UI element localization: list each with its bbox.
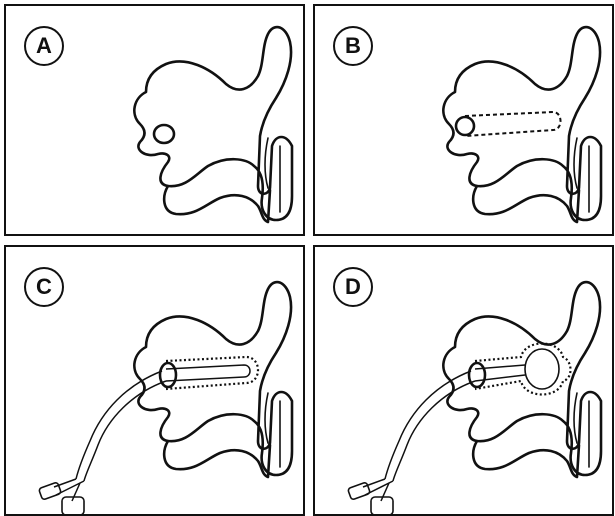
- catheter-inner-tube: [166, 365, 250, 381]
- panel-label-a: A: [24, 26, 64, 66]
- catheter-shaft-upper: [76, 371, 162, 479]
- ear-lobe-outline: [164, 441, 270, 477]
- catheter-shaft-upper: [385, 371, 471, 479]
- ear-lobe-outline: [473, 186, 579, 222]
- inflated-balloon: [525, 349, 559, 389]
- panel-label-d: D: [333, 267, 373, 307]
- catheter-entry: [469, 363, 485, 387]
- ear-fold-line: [574, 138, 577, 188]
- catheter-port: [39, 482, 62, 500]
- defect-opening: [154, 125, 174, 143]
- panel-d: D: [313, 245, 614, 516]
- tract-outline-dotted: [166, 357, 258, 389]
- ear-lobe-outline: [473, 441, 579, 477]
- ear-fold-line: [574, 393, 577, 443]
- panel-c: C: [4, 245, 305, 516]
- tract-outline-dotted: [475, 344, 571, 395]
- panel-label-c: C: [24, 267, 64, 307]
- ear-fold-line: [265, 138, 268, 188]
- defect-opening: [456, 117, 474, 135]
- panel-label-b: B: [333, 26, 373, 66]
- ear-outline: [443, 27, 601, 220]
- ear-outline: [443, 282, 601, 475]
- catheter-entry: [160, 363, 176, 387]
- catheter-port: [348, 482, 371, 500]
- catheter-shaft-lower: [393, 381, 475, 481]
- tract-outline-dashed: [465, 112, 561, 136]
- ear-lobe-outline: [164, 186, 270, 222]
- panel-b: B: [313, 4, 614, 236]
- ear-outline: [134, 27, 292, 220]
- ear-fold-line: [265, 393, 268, 443]
- catheter-shaft-lower: [84, 381, 166, 481]
- panel-a: A: [4, 4, 305, 236]
